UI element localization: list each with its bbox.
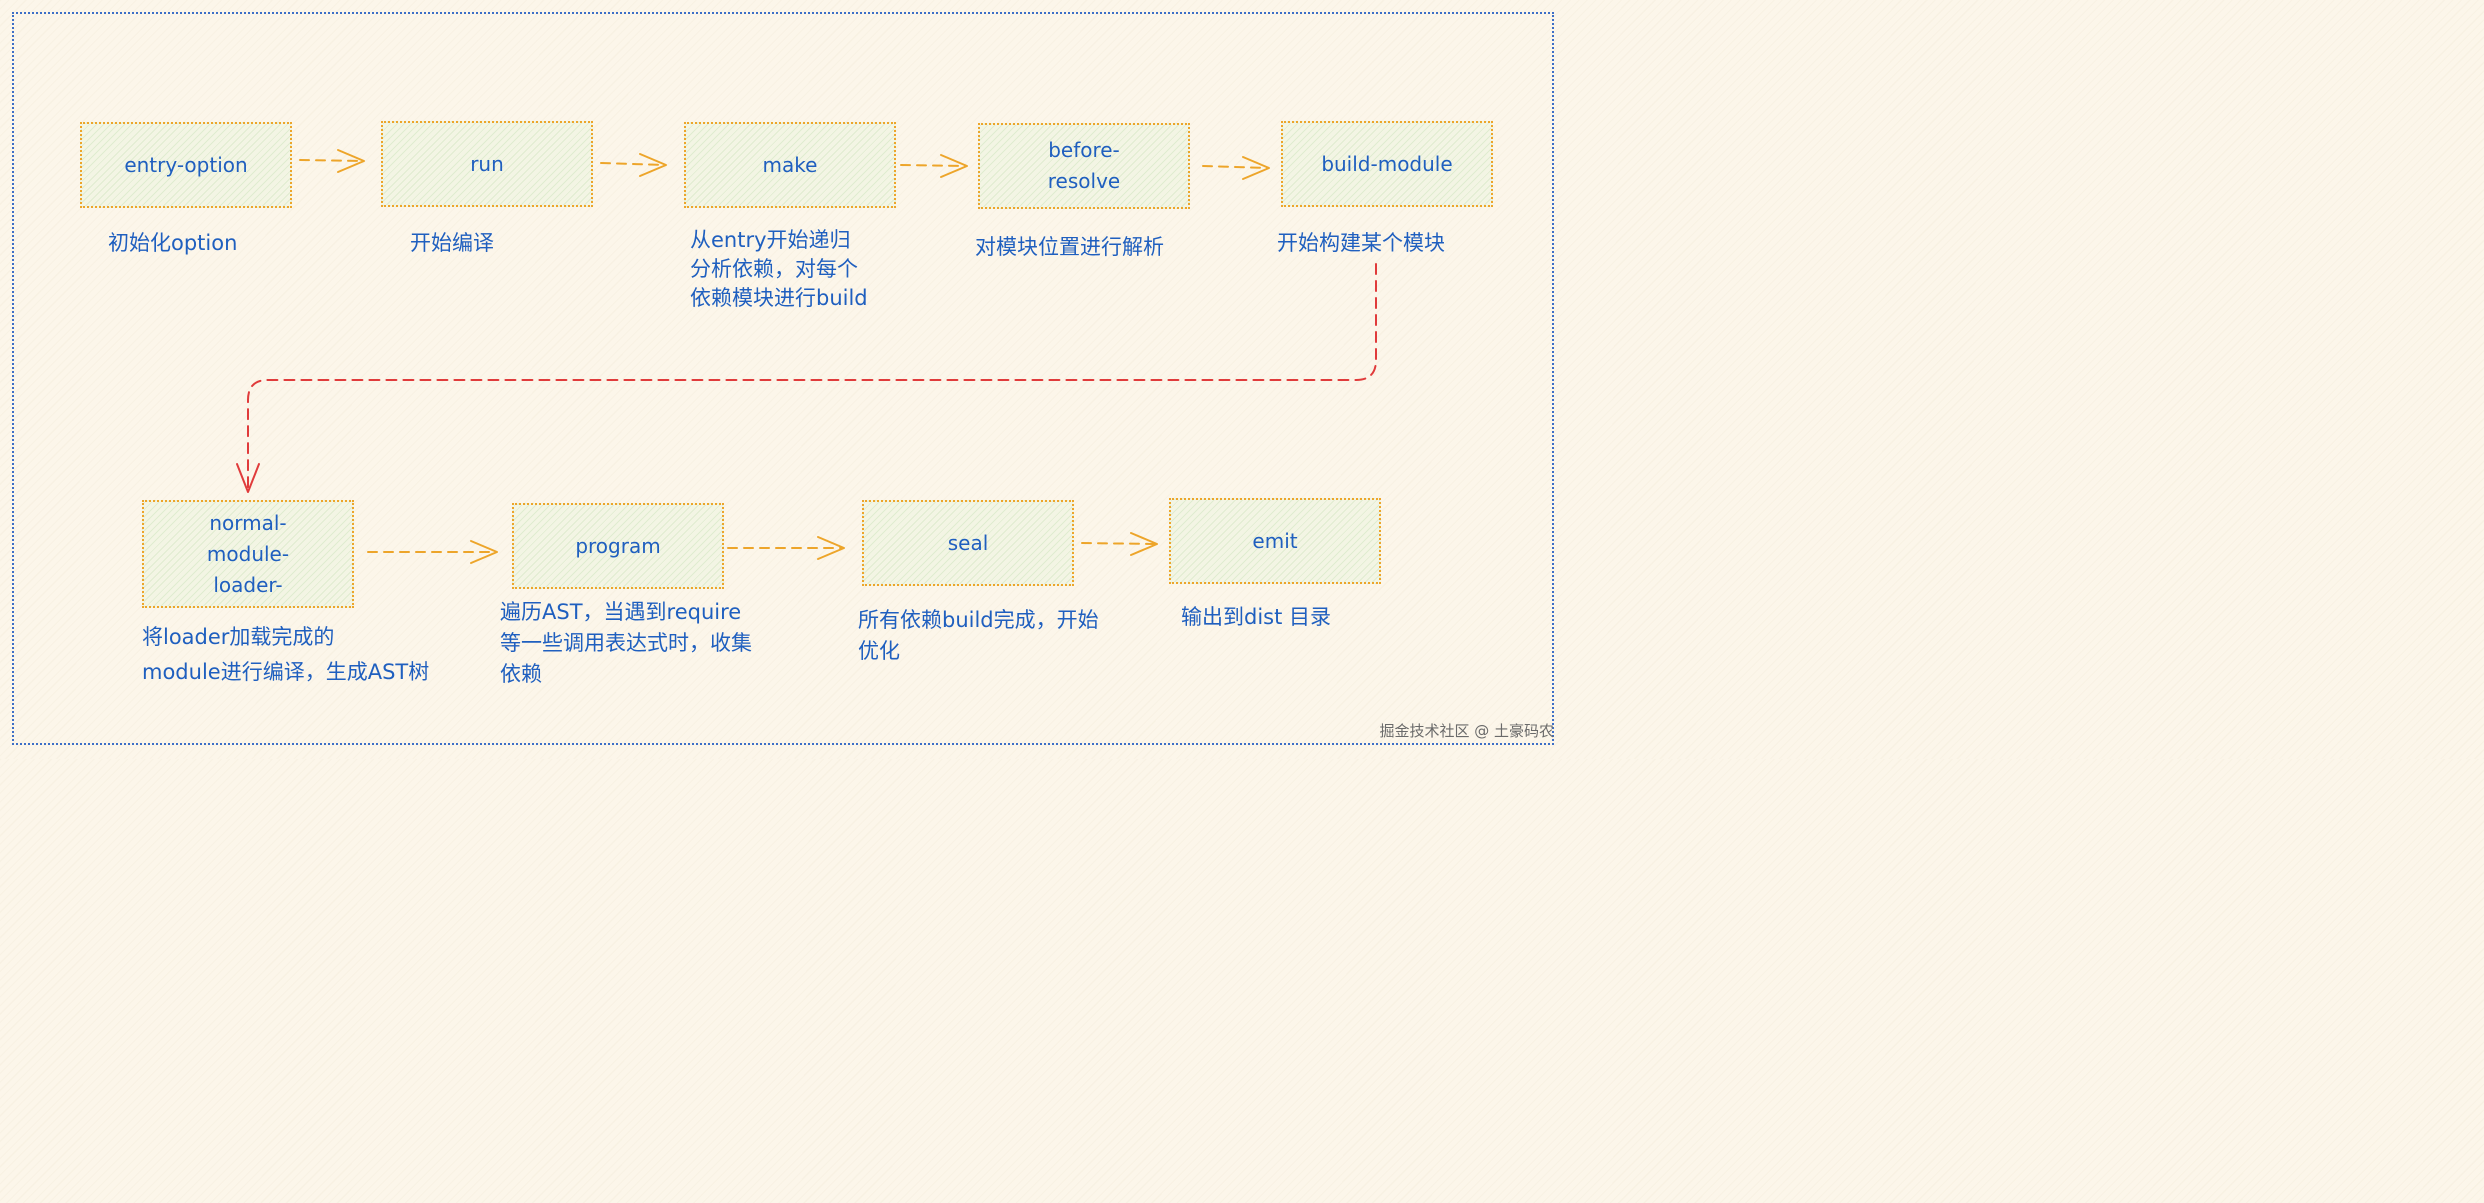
arrowhead-program <box>470 540 498 564</box>
arrowhead-run <box>337 149 365 173</box>
node-normal-module-loader: normal- module- loader- <box>142 500 354 608</box>
connector-build-module-to-loader <box>247 263 1377 491</box>
desc-line: 依赖模块进行build <box>690 286 868 310</box>
node-label: normal- module- loader- <box>206 510 290 597</box>
watermark: 掘金技术社区 @ 土豪码农 <box>1379 722 1554 740</box>
desc-build-module: 开始构建某个模块 <box>1277 231 1445 255</box>
arrowhead-make <box>639 153 667 177</box>
arrowhead-seal <box>817 536 845 560</box>
arrowhead-build-module <box>1242 156 1270 180</box>
node-before-resolve: before- resolve <box>978 123 1190 209</box>
desc-line: 遍历AST，当遇到require <box>500 600 742 624</box>
node-make: make <box>684 122 896 208</box>
desc-line: module进行编译，生成AST树 <box>142 660 430 684</box>
desc-emit: 输出到dist 目录 <box>1181 605 1332 629</box>
desc-line: 等一些调用表达式时，收集 <box>500 631 752 655</box>
desc-line: 从entry开始递归 <box>690 228 851 252</box>
node-label: program <box>575 533 661 558</box>
node-run: run <box>381 121 593 207</box>
desc-make: 从entry开始递归 分析依赖，对每个 依赖模块进行build <box>690 226 868 313</box>
arrow-seal-to-emit <box>1081 542 1156 545</box>
desc-run: 开始编译 <box>410 231 494 255</box>
node-entry-option: entry-option <box>80 122 292 208</box>
arrowhead-before-resolve <box>940 154 968 178</box>
node-label: before- resolve <box>1047 138 1121 193</box>
desc-line: 优化 <box>858 639 900 663</box>
desc-entry-option: 初始化option <box>108 231 238 255</box>
desc-seal: 所有依赖build完成，开始 优化 <box>858 605 1099 667</box>
desc-line: 依赖 <box>500 662 542 686</box>
desc-line: 分析依赖，对每个 <box>690 257 858 281</box>
desc-line: 所有依赖build完成，开始 <box>858 608 1099 632</box>
arrows-layer <box>236 149 1377 564</box>
node-label: build-module <box>1321 151 1453 176</box>
desc-program: 遍历AST，当遇到require 等一些调用表达式时，收集 依赖 <box>500 597 752 690</box>
node-emit: emit <box>1169 498 1381 584</box>
node-build-module: build-module <box>1281 121 1493 207</box>
node-label: emit <box>1252 528 1298 553</box>
arrow-run-to-make <box>600 162 665 166</box>
arrowhead-emit <box>1130 532 1158 556</box>
node-label: make <box>762 152 818 177</box>
node-label: seal <box>947 530 989 555</box>
desc-line: 将loader加载完成的 <box>142 625 335 649</box>
arrow-make-to-before-resolve <box>900 164 966 167</box>
arrow-before-resolve-to-build-module <box>1202 165 1268 169</box>
desc-normal-module-loader: 将loader加载完成的 module进行编译，生成AST树 <box>142 620 429 690</box>
diagram-frame <box>12 12 1554 745</box>
node-label: run <box>470 151 504 176</box>
arrow-entry-to-run <box>299 159 363 162</box>
node-seal: seal <box>862 500 1074 586</box>
desc-before-resolve: 对模块位置进行解析 <box>975 235 1164 259</box>
node-label: entry-option <box>124 152 248 177</box>
node-program: program <box>512 503 724 589</box>
connector-arrowhead <box>236 463 260 493</box>
